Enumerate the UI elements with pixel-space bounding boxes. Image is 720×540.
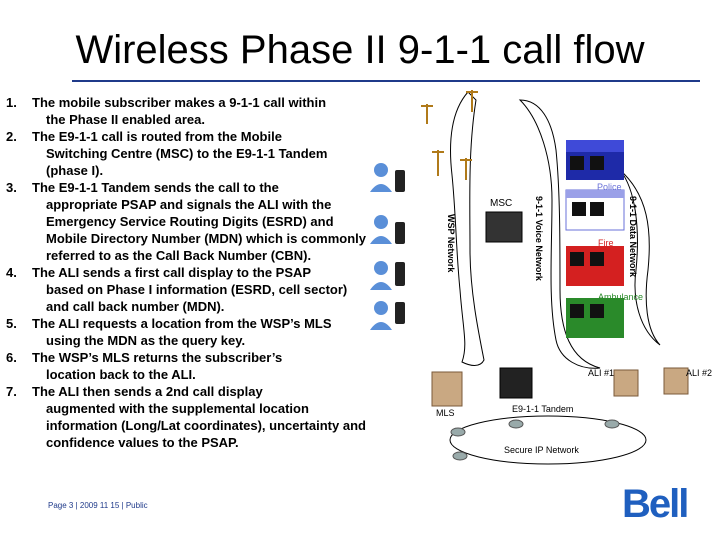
secure-ip-cloud [449, 415, 647, 465]
step-number: 2. [6, 129, 17, 144]
step-text-cont: using the MDN as the query key. [46, 333, 246, 348]
step-number: 4. [6, 265, 17, 280]
step-number: 1. [6, 95, 17, 110]
cell-tower-icon [421, 90, 478, 180]
ali1-server-icon [613, 369, 639, 397]
step-text: The mobile subscriber makes a 9-1-1 call… [32, 95, 327, 110]
msc-server-icon [485, 211, 523, 243]
step-number: 7. [6, 384, 17, 399]
ambulance-psap-box [566, 298, 624, 338]
step-text-cont: Switching Centre (MSC) to the E9-1-1 Tan… [46, 146, 328, 178]
title-underline [72, 80, 700, 82]
step-text-cont: appropriate PSAP and signals the ALI wit… [46, 197, 366, 263]
wsp-network-label: WSP Network [446, 214, 456, 273]
wsp-network-cloud [450, 91, 485, 366]
mls-label: MLS [436, 408, 455, 418]
step-number: 5. [6, 316, 17, 331]
msc-label: MSC [490, 198, 512, 209]
step-text-cont: based on Phase I information (ESRD, cell… [46, 282, 348, 314]
mls-server-icon [431, 371, 463, 407]
page-footer: Page 3 | 2009 11 15 | Public [48, 501, 148, 510]
step-item: 5. The ALI requests a location from the W… [6, 315, 368, 349]
step-number: 3. [6, 180, 17, 195]
police-psap-box [565, 189, 625, 231]
voice-network-label: 9-1-1 Voice Network [534, 196, 544, 282]
step-text: The ALI then sends a 2nd call display [32, 384, 263, 399]
step-item: 4. The ALI sends a first call display to … [6, 264, 368, 315]
data-network-cloud [619, 169, 661, 346]
step-text: The WSP’s MLS returns the subscriber’s [32, 350, 283, 365]
router-icon [450, 419, 620, 461]
secure-ip-label: Secure IP Network [504, 445, 579, 455]
step-text: The E9-1-1 call is routed from the Mobil… [32, 129, 282, 144]
p-psap-label: P-PSAP [596, 130, 629, 140]
fire-label: Fire [598, 238, 614, 248]
ali2-server-icon [663, 367, 689, 395]
step-text-cont: location back to the ALI. [46, 367, 196, 382]
mobile-subscriber-icon [370, 163, 405, 330]
data-network-label: 9-1-1 Data Network [628, 196, 638, 278]
tandem-switch-icon [499, 367, 533, 399]
step-item: 6. The WSP’s MLS returns the subscriber’s… [6, 349, 368, 383]
step-text: The ALI sends a first call display to th… [32, 265, 312, 280]
step-item: 7. The ALI then sends a 2nd call display a… [6, 383, 368, 451]
ali1-label: ALI #1 [588, 368, 614, 378]
step-item: 3. The E9-1-1 Tandem sends the call to th… [6, 179, 368, 264]
slide-title: Wireless Phase II 9-1-1 call flow [75, 28, 645, 72]
step-item: 2. The E9-1-1 call is routed from the Mob… [6, 128, 368, 179]
police-label: Police [597, 182, 622, 192]
fire-psap-box [566, 246, 624, 286]
ambulance-label: Ambulance [598, 292, 643, 302]
voice-network-cloud [518, 99, 601, 369]
step-text: The ALI requests a location from the WSP… [32, 316, 332, 331]
step-text-cont: the Phase II enabled area. [46, 112, 205, 127]
ali2-label: ALI #2 [686, 368, 712, 378]
step-item: 1. The mobile subscriber makes a 9-1-1 ca… [6, 94, 368, 128]
call-flow-steps: 1. The mobile subscriber makes a 9-1-1 ca… [6, 94, 368, 451]
step-text: The E9-1-1 Tandem sends the call to the [32, 180, 279, 195]
step-text-cont: augmented with the supplemental location… [46, 401, 366, 450]
step-number: 6. [6, 350, 17, 365]
tandem-label: E9-1-1 Tandem [512, 404, 573, 414]
bell-logo: Bell [622, 482, 689, 526]
p-psap-box [566, 140, 624, 180]
